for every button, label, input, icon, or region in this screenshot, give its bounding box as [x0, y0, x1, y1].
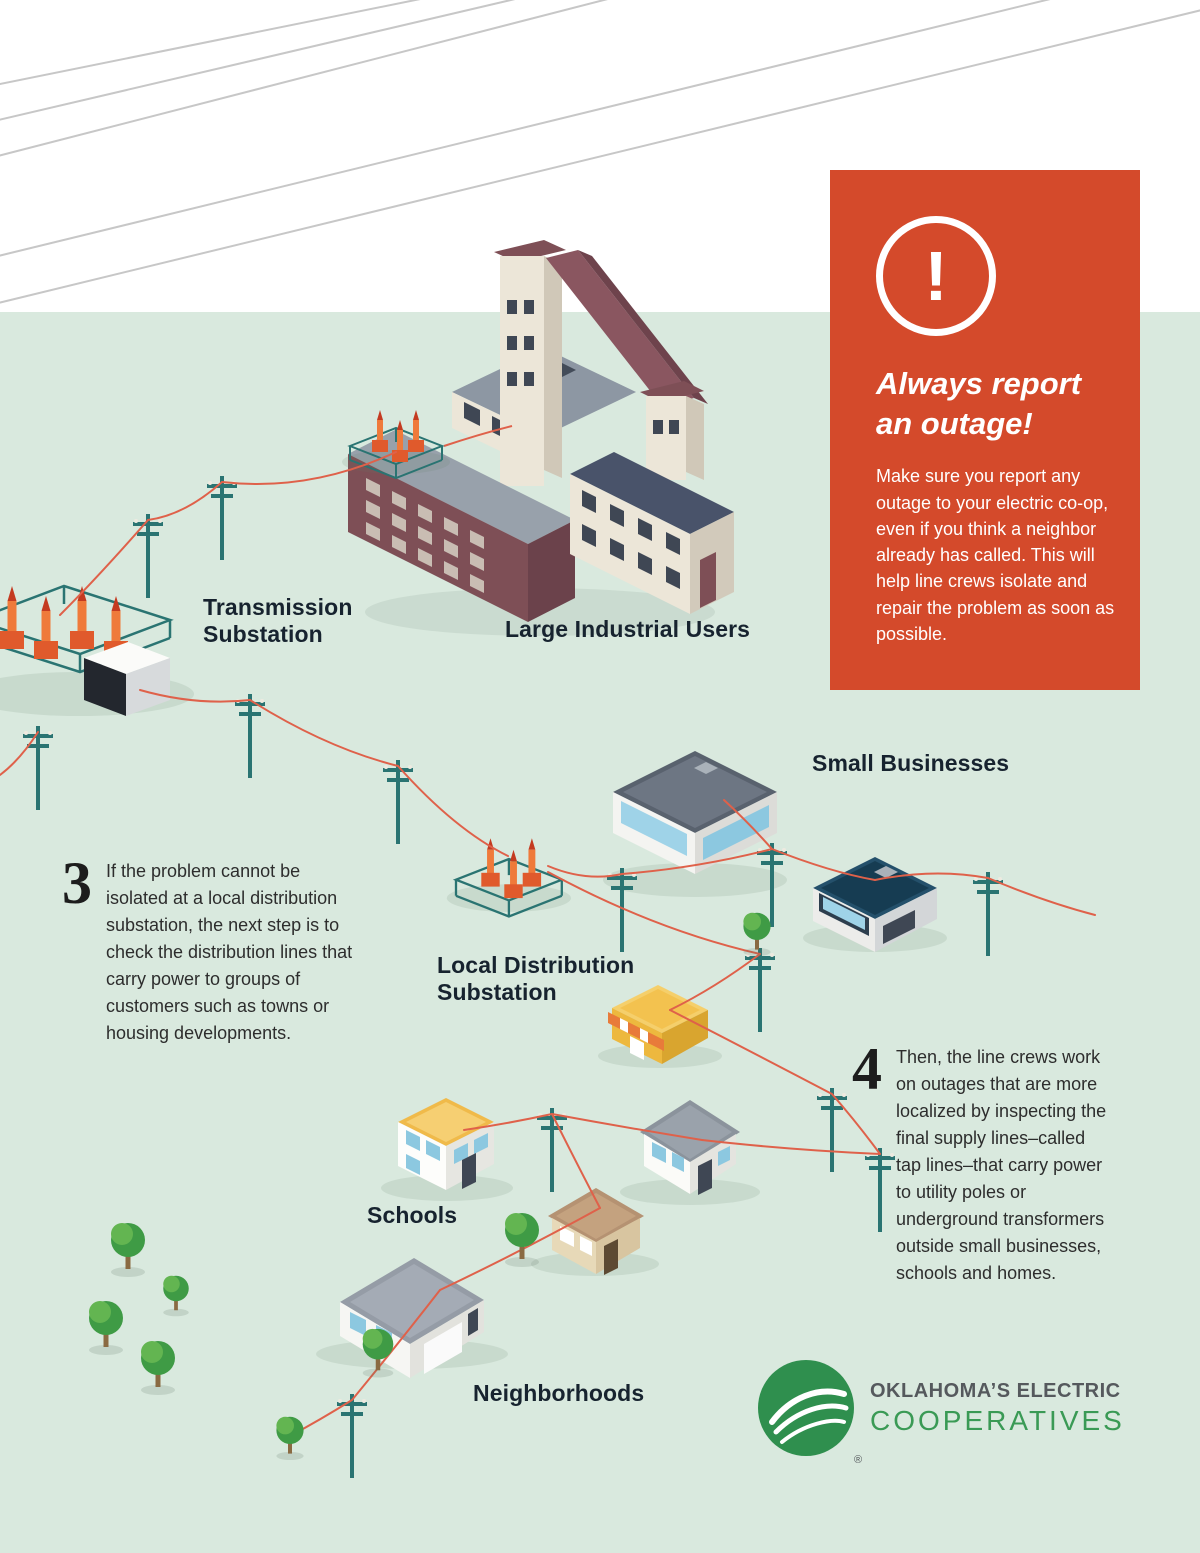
- outage-callout: ! Always report an outage! Make sure you…: [830, 170, 1140, 690]
- alert-icon: !: [876, 216, 996, 336]
- step-4-text: Then, the line crews work on outages tha…: [896, 1047, 1107, 1283]
- step-3-text: If the problem cannot be isolated at a l…: [106, 861, 353, 1043]
- tan-house-illustration: [531, 1188, 659, 1276]
- label-transmission-substation: Transmission Substation: [203, 594, 353, 648]
- step-4: 4 Then, the line crews work on outages t…: [852, 1036, 1110, 1287]
- label-small-businesses: Small Businesses: [812, 750, 1010, 776]
- cooperative-logo-icon: [756, 1358, 856, 1458]
- step-4-number: 4: [852, 1036, 882, 1102]
- callout-body: Make sure you report any outage to your …: [876, 466, 1115, 644]
- school-illustration: [381, 1098, 513, 1201]
- factory-illustration: [348, 240, 734, 636]
- cooperative-logo: ® OKLAHOMA’S ELECTRIC COOPERATIVES: [756, 1358, 1125, 1466]
- label-local-distribution-substation: Local Distribution Substation: [437, 952, 635, 1006]
- sky-power-lines-illustration: [0, 0, 1200, 304]
- neighborhood-house-illustration: [316, 1258, 508, 1378]
- callout-title-line2: an outage!: [876, 405, 1033, 441]
- label-large-industrial-users: Large Industrial Users: [505, 616, 751, 642]
- callout-title-line1: Always report: [876, 366, 1082, 401]
- distribution-wires-illustration: [0, 451, 1096, 1437]
- logo-line2: COOPERATIVES: [870, 1404, 1125, 1436]
- label-neighborhoods: Neighborhoods: [473, 1380, 645, 1406]
- step-3: 3 If the problem cannot be isolated at a…: [62, 850, 356, 1047]
- logo-line1: OKLAHOMA’S ELECTRIC: [870, 1379, 1121, 1402]
- transmission-substation-illustration: [0, 584, 194, 716]
- label-schools: Schools: [367, 1202, 458, 1228]
- gray-roof-house-illustration: [620, 1100, 760, 1205]
- step-3-number: 3: [62, 850, 92, 916]
- registered-mark: ®: [854, 1454, 863, 1466]
- callout-title: Always report an outage!: [876, 364, 1112, 443]
